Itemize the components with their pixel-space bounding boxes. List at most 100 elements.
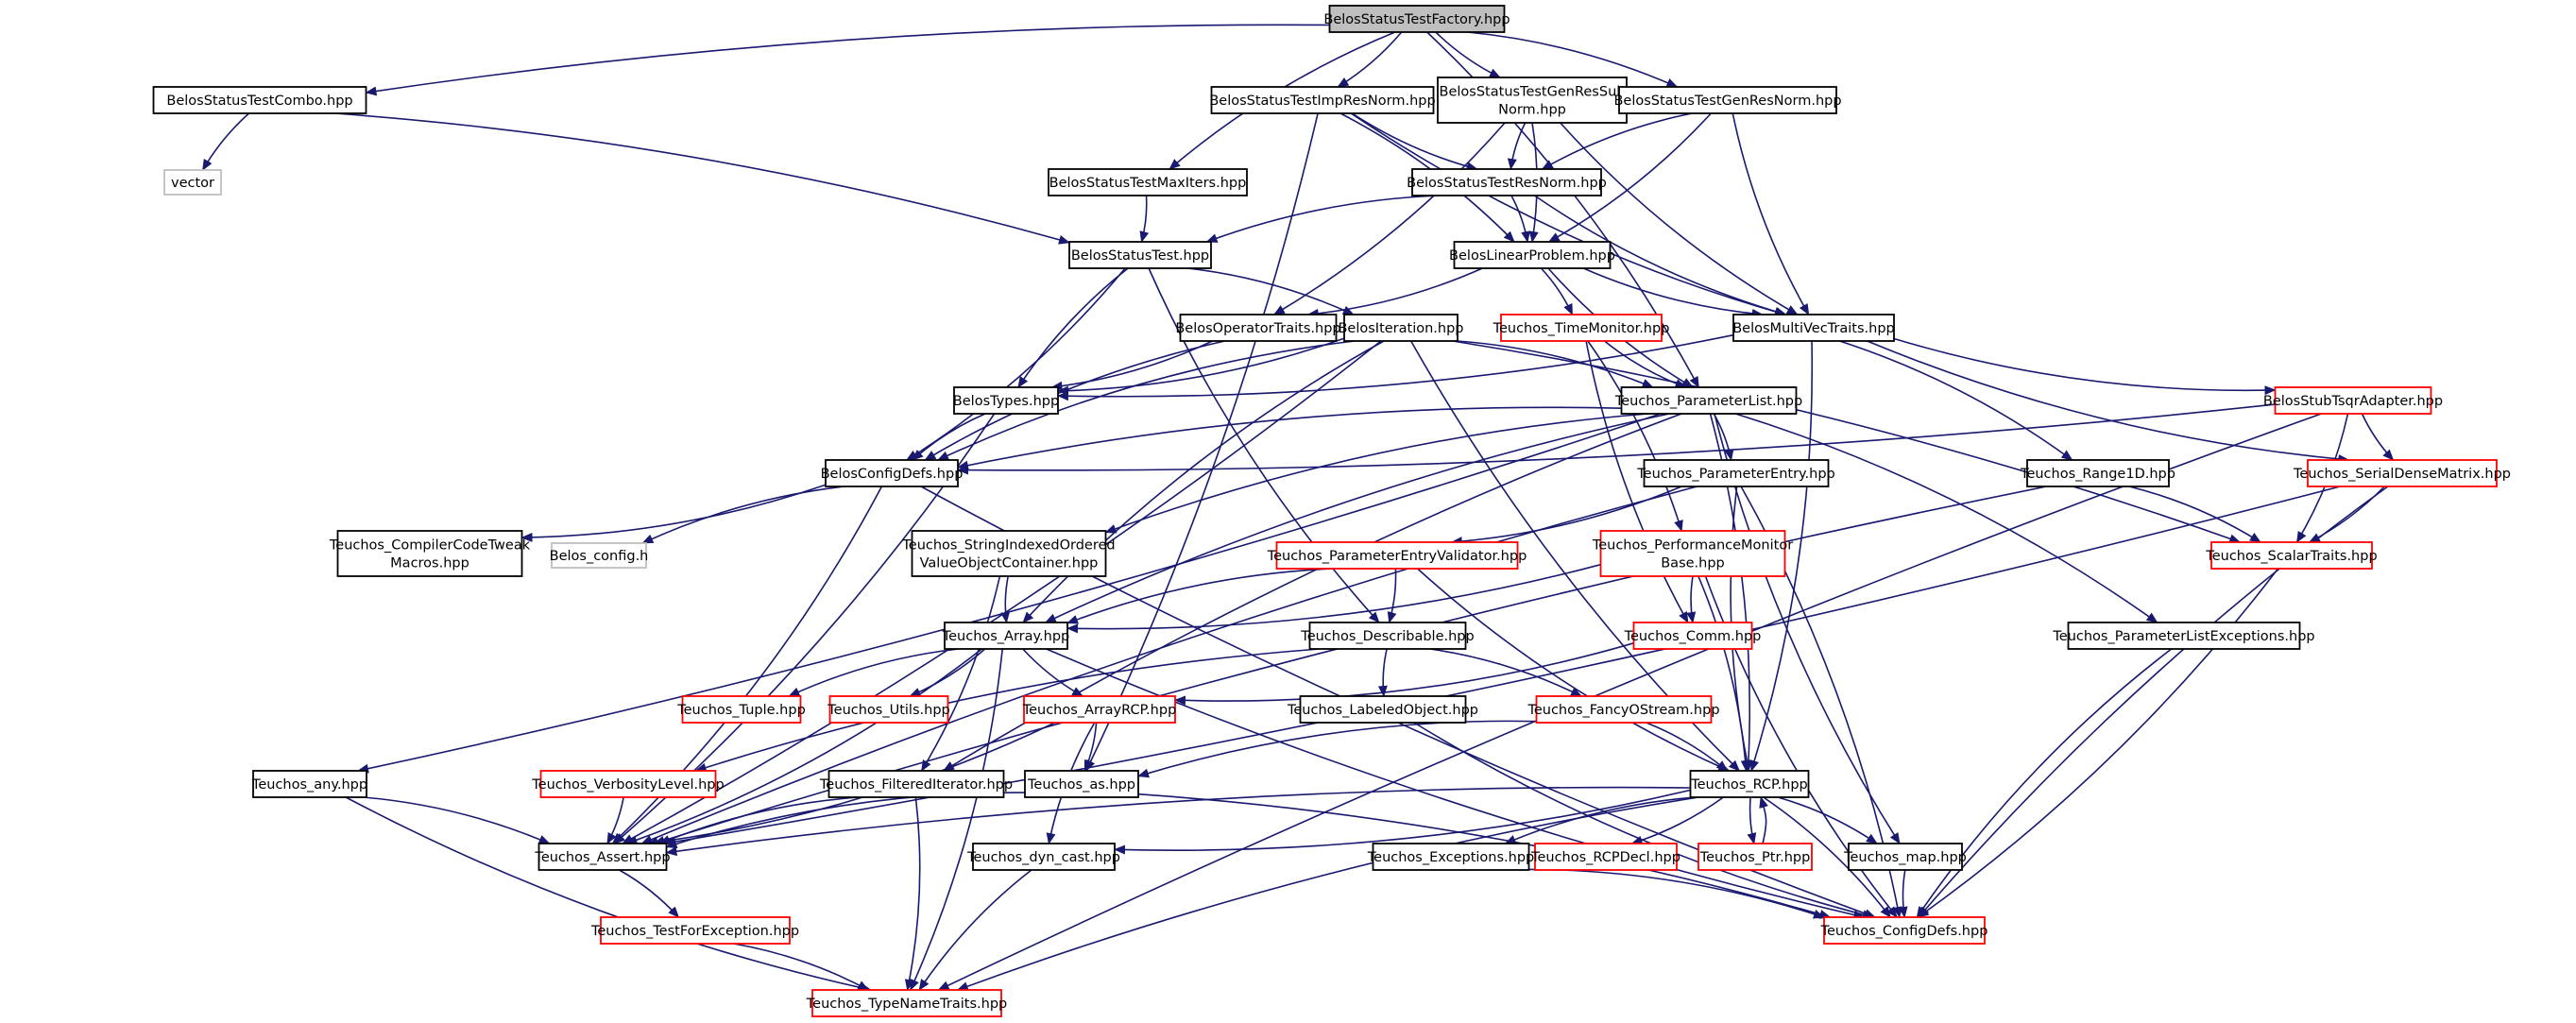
edge-serialdense-to-assert <box>663 486 2341 847</box>
node-label-paramlist: Teuchos_ParameterList.hpp <box>1614 394 1802 409</box>
edge-multivec-to-tsqr <box>1893 337 2277 396</box>
node-types[interactable]: BelosTypes.hpp <box>953 386 1059 415</box>
node-labeled[interactable]: Teuchos_LabeledObject.hpp <box>1287 695 1478 724</box>
node-label-entryvalidator: Teuchos_ParameterEntryValidator.hpp <box>1267 549 1527 564</box>
node-range1d[interactable]: Teuchos_Range1D.hpp <box>2020 459 2175 487</box>
node-testforexc[interactable]: Teuchos_TestForException.hpp <box>590 916 799 945</box>
node-box-teuchosconfig <box>1823 916 1986 945</box>
node-paramentry[interactable]: Teuchos_ParameterEntry.hpp <box>1636 459 1835 487</box>
node-root[interactable]: BelosStatusTestFactory.hpp <box>1323 5 1510 33</box>
node-verbosity[interactable]: Teuchos_VerbosityLevel.hpp <box>531 770 725 798</box>
node-paramlistexc[interactable]: Teuchos_ParameterListExceptions.hpp <box>2052 622 2315 650</box>
node-label-comm: Teuchos_Comm.hpp <box>1624 629 1762 644</box>
node-box-entryvalidator <box>1275 541 1519 570</box>
node-tuple[interactable]: Teuchos_Tuple.hpp <box>676 695 806 724</box>
node-label-multivec: BelosMultiVecTraits.hpp <box>1732 321 1895 336</box>
edge-impres-to-multivec <box>1350 112 1786 316</box>
node-paramlist[interactable]: Teuchos_ParameterList.hpp <box>1614 386 1802 415</box>
node-scalartraits[interactable]: Teuchos_ScalarTraits.hpp <box>2205 541 2378 570</box>
edge-tsqr-to-typename <box>937 413 2322 991</box>
node-timemon[interactable]: Teuchos_TimeMonitor.hpp <box>1493 314 1670 342</box>
node-ptr[interactable]: Teuchos_Ptr.hpp <box>1697 843 1813 871</box>
node-tsqr[interactable]: BelosStubTsqrAdapter.hpp <box>2263 386 2443 415</box>
edge-filtered-to-assert <box>658 796 860 844</box>
edge-entryvalidator-to-rcp <box>1417 568 1731 772</box>
node-stringindexed[interactable]: Teuchos_StringIndexedOrderedValueObjectC… <box>901 530 1116 577</box>
edge-statustest-to-types <box>1017 267 1129 388</box>
node-iteration[interactable]: BelosIteration.hpp <box>1338 314 1464 342</box>
node-optraits[interactable]: BelosOperatorTraits.hpp <box>1175 314 1341 342</box>
node-box-filtered <box>827 770 1005 798</box>
node-maxiters[interactable]: BelosStatusTestMaxIters.hpp <box>1048 168 1248 196</box>
node-rcp[interactable]: Teuchos_RCP.hpp <box>1689 770 1810 798</box>
node-vector[interactable]: vector <box>163 169 222 196</box>
node-filtered[interactable]: Teuchos_FilteredIterator.hpp <box>819 770 1013 798</box>
node-linprob[interactable]: BelosLinearProblem.hpp <box>1449 241 1615 269</box>
edge-tsqr-to-configdefs <box>957 403 2276 475</box>
edge-iteration-to-assert <box>622 340 1382 844</box>
edge-genres-to-multivec <box>1732 112 1810 315</box>
node-configdefs[interactable]: BelosConfigDefs.hpp <box>821 459 964 487</box>
node-genres[interactable]: BelosStatusTestGenResNorm.hpp <box>1613 86 1842 114</box>
node-exceptions[interactable]: Teuchos_Exceptions.hpp <box>1367 843 1534 871</box>
nodes-layer: BelosStatusTestFactory.hppBelosStatusTes… <box>152 5 2511 1017</box>
node-resnorm[interactable]: BelosStatusTestResNorm.hpp <box>1407 168 1607 196</box>
node-box-assert <box>537 843 668 871</box>
edge-describable-to-labeled <box>1377 648 1388 697</box>
node-arrayrcp[interactable]: Teuchos_ArrayRCP.hpp <box>1022 695 1177 724</box>
edge-paramlist-to-stringindexed <box>1104 413 1649 534</box>
node-serialdense[interactable]: Teuchos_SerialDenseMatrix.hpp <box>2293 459 2511 487</box>
node-label-compilertweak: Macros.hpp <box>390 556 469 571</box>
node-assert[interactable]: Teuchos_Assert.hpp <box>534 843 671 871</box>
node-box-scalartraits <box>2210 541 2373 570</box>
node-box-compilertweak <box>336 530 523 577</box>
edge-testforexc-to-typename <box>733 943 870 991</box>
node-combo[interactable]: BelosStatusTestCombo.hpp <box>152 86 367 114</box>
node-multivec[interactable]: BelosMultiVecTraits.hpp <box>1732 314 1895 342</box>
node-box-types <box>953 386 1059 415</box>
node-impres[interactable]: BelosStatusTestImpResNorm.hpp <box>1209 86 1436 114</box>
node-box-as <box>1024 770 1139 798</box>
node-label-map: Teuchos_map.hpp <box>1843 850 1967 865</box>
edges-layer <box>201 24 2395 993</box>
node-belosconfig[interactable]: Belos_config.h <box>550 542 649 569</box>
node-rcpdecl[interactable]: Teuchos_RCPDecl.hpp <box>1530 843 1680 871</box>
edge-array-to-typename <box>910 648 1003 991</box>
node-typename[interactable]: Teuchos_TypeNameTraits.hpp <box>806 989 1007 1017</box>
node-box-tuple <box>681 695 802 724</box>
edge-entryvalidator-to-array <box>1066 568 1333 624</box>
node-statustest[interactable]: BelosStatusTest.hpp <box>1068 241 1212 269</box>
node-box-iteration <box>1343 314 1459 342</box>
edge-paramlist-to-any <box>357 413 1662 774</box>
node-teuchosconfig[interactable]: Teuchos_ConfigDefs.hpp <box>1820 916 1988 945</box>
edge-rcp-to-typename <box>956 796 1699 991</box>
edge-impres-to-resnorm <box>1351 112 1478 171</box>
node-map[interactable]: Teuchos_map.hpp <box>1843 843 1967 871</box>
node-as[interactable]: Teuchos_as.hpp <box>1024 770 1139 798</box>
edge-iteration-to-configdefs <box>937 340 1356 461</box>
node-fancy[interactable]: Teuchos_FancyOStream.hpp <box>1527 695 1720 724</box>
node-dyncast[interactable]: Teuchos_dyn_cast.hpp <box>966 843 1120 871</box>
edge-types-to-configdefs <box>912 413 986 461</box>
edge-timemon-to-paramlist <box>1603 340 1687 388</box>
node-box-dyncast <box>972 843 1116 871</box>
edge-arrayrcp-to-as <box>1083 722 1098 772</box>
node-entryvalidator[interactable]: Teuchos_ParameterEntryValidator.hpp <box>1267 541 1527 570</box>
node-utils[interactable]: Teuchos_Utils.hpp <box>827 695 950 724</box>
edge-combo-to-vector <box>201 112 250 171</box>
node-describable[interactable]: Teuchos_Describable.hpp <box>1300 622 1475 650</box>
node-comm[interactable]: Teuchos_Comm.hpp <box>1624 622 1762 650</box>
node-label-combo: BelosStatusTestCombo.hpp <box>166 94 352 109</box>
node-box-paramlistexc <box>2067 622 2301 650</box>
node-any[interactable]: Teuchos_any.hpp <box>251 770 367 798</box>
edge-genres-to-linprob <box>1547 112 1712 243</box>
node-box-stringindexed <box>911 530 1107 577</box>
node-box-impres <box>1210 86 1435 114</box>
node-array[interactable]: Teuchos_Array.hpp <box>942 622 1070 650</box>
edge-scalartraits-to-teuchosconfig <box>1917 568 2279 918</box>
node-label-types: BelosTypes.hpp <box>953 394 1059 409</box>
edge-multivec-to-range1d <box>1839 340 2073 461</box>
